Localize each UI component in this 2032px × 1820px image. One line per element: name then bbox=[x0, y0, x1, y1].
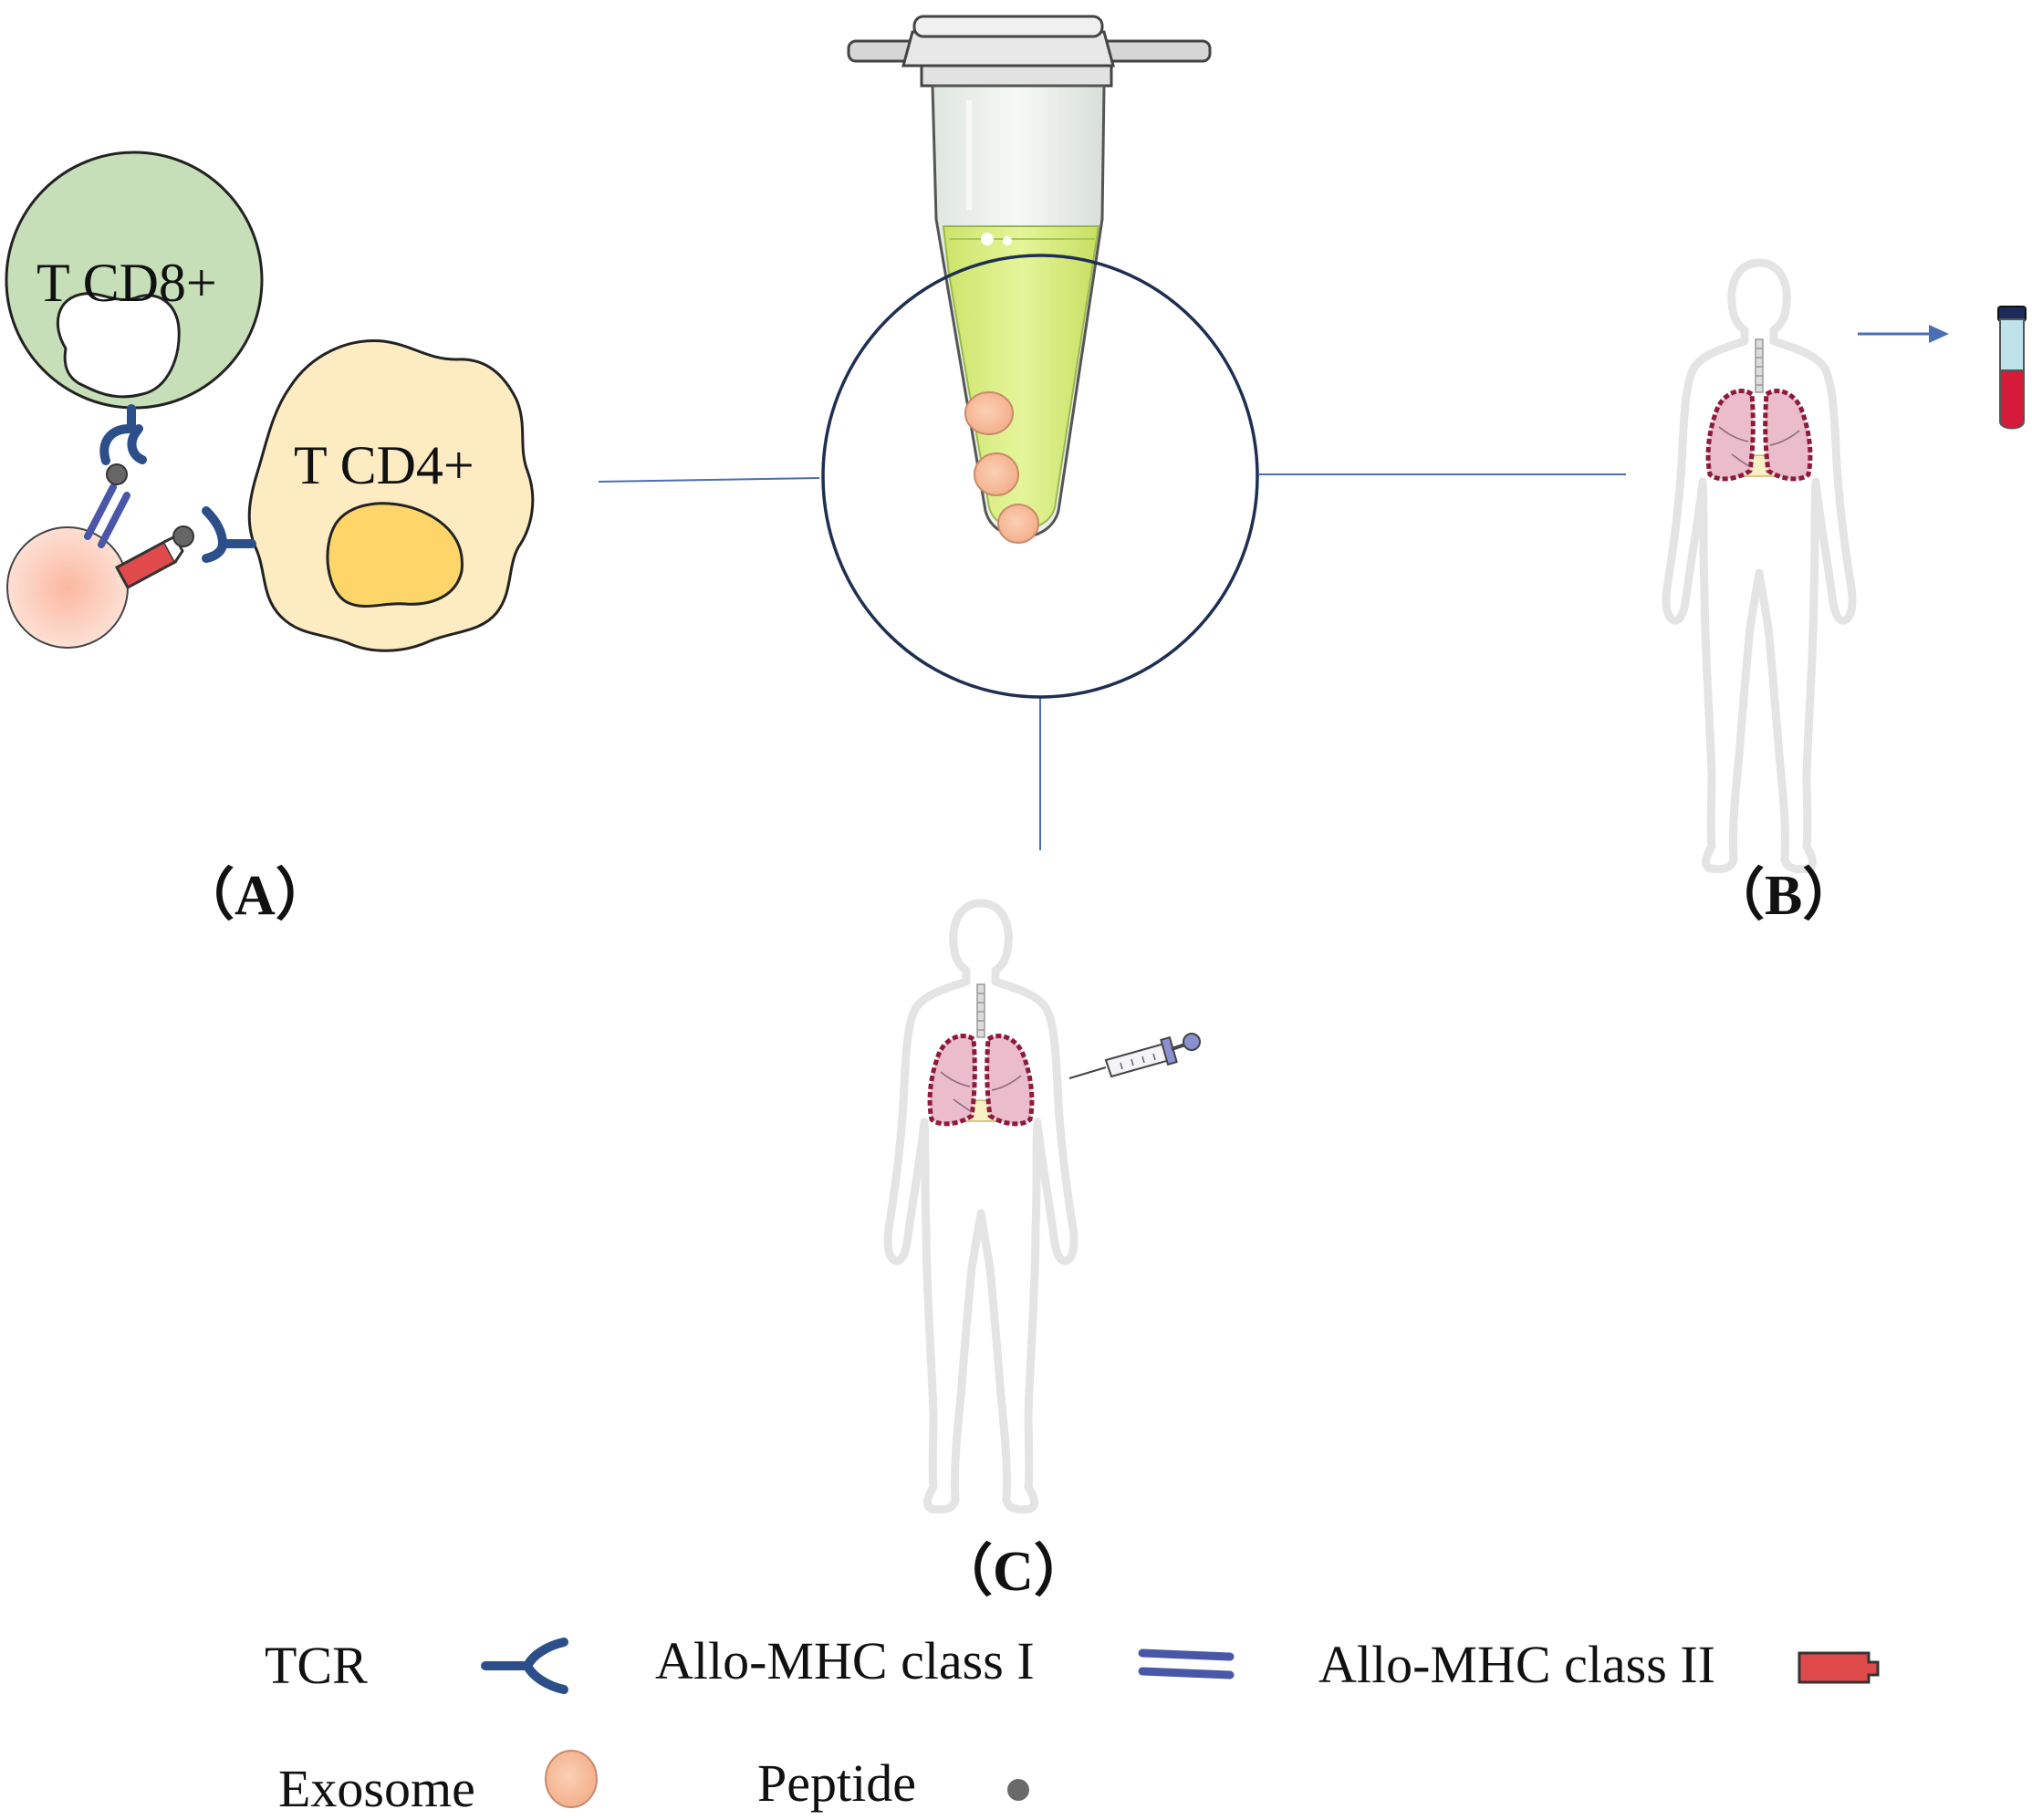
peptide-2 bbox=[172, 525, 194, 547]
peptide-dots bbox=[106, 463, 194, 547]
lungs-icon bbox=[1708, 339, 1810, 479]
panel-label-c: （C） bbox=[936, 1539, 1090, 1603]
tcr-cd4 bbox=[202, 506, 256, 563]
blood-tube-icon bbox=[1997, 306, 2027, 430]
syringe-icon bbox=[1068, 1033, 1201, 1079]
legend-tcr-label: TCR bbox=[265, 1636, 368, 1695]
tube-exosomes bbox=[964, 391, 1039, 544]
mhc-class-ii-molecule bbox=[114, 534, 184, 590]
magnifier-circle bbox=[821, 254, 1259, 699]
exosome-2 bbox=[974, 452, 1019, 496]
legend-tcr-icon bbox=[481, 1638, 568, 1694]
exosome-3 bbox=[997, 504, 1039, 544]
legend-mhc2-label: Allo-MHC class II bbox=[1318, 1635, 1715, 1694]
legend-peptide-icon bbox=[1007, 1779, 1029, 1801]
legend-peptide-label: Peptide bbox=[757, 1753, 916, 1813]
legend-mhc2-icon bbox=[1798, 1651, 1880, 1684]
tube-icon bbox=[847, 15, 1212, 538]
legend: TCR Allo-MHC class I Allo-MHC class II E… bbox=[265, 1631, 1880, 1818]
arrow-to-blood bbox=[1858, 325, 1949, 343]
panel-label-b: （B） bbox=[1708, 863, 1859, 927]
lungs-icon bbox=[930, 984, 1032, 1124]
legend-mhc1-icon bbox=[1138, 1648, 1235, 1680]
cd4-label: T CD4+ bbox=[294, 435, 474, 495]
connector-lines bbox=[598, 473, 1626, 850]
connector-left bbox=[598, 477, 820, 483]
peptide-1 bbox=[106, 463, 128, 485]
tcr-cd8 bbox=[99, 404, 147, 465]
panel-label-a: （A） bbox=[178, 863, 332, 927]
exosome-1 bbox=[964, 391, 1014, 435]
legend-mhc1-label: Allo-MHC class I bbox=[655, 1631, 1035, 1690]
legend-exosome-icon bbox=[545, 1750, 598, 1808]
cd4-t-cell bbox=[247, 338, 535, 652]
apc-cell bbox=[6, 526, 129, 649]
cd8-label: T CD8+ bbox=[36, 253, 217, 313]
mhc-class-i-molecule bbox=[84, 484, 130, 548]
legend-exosome-label: Exosome bbox=[278, 1759, 475, 1818]
